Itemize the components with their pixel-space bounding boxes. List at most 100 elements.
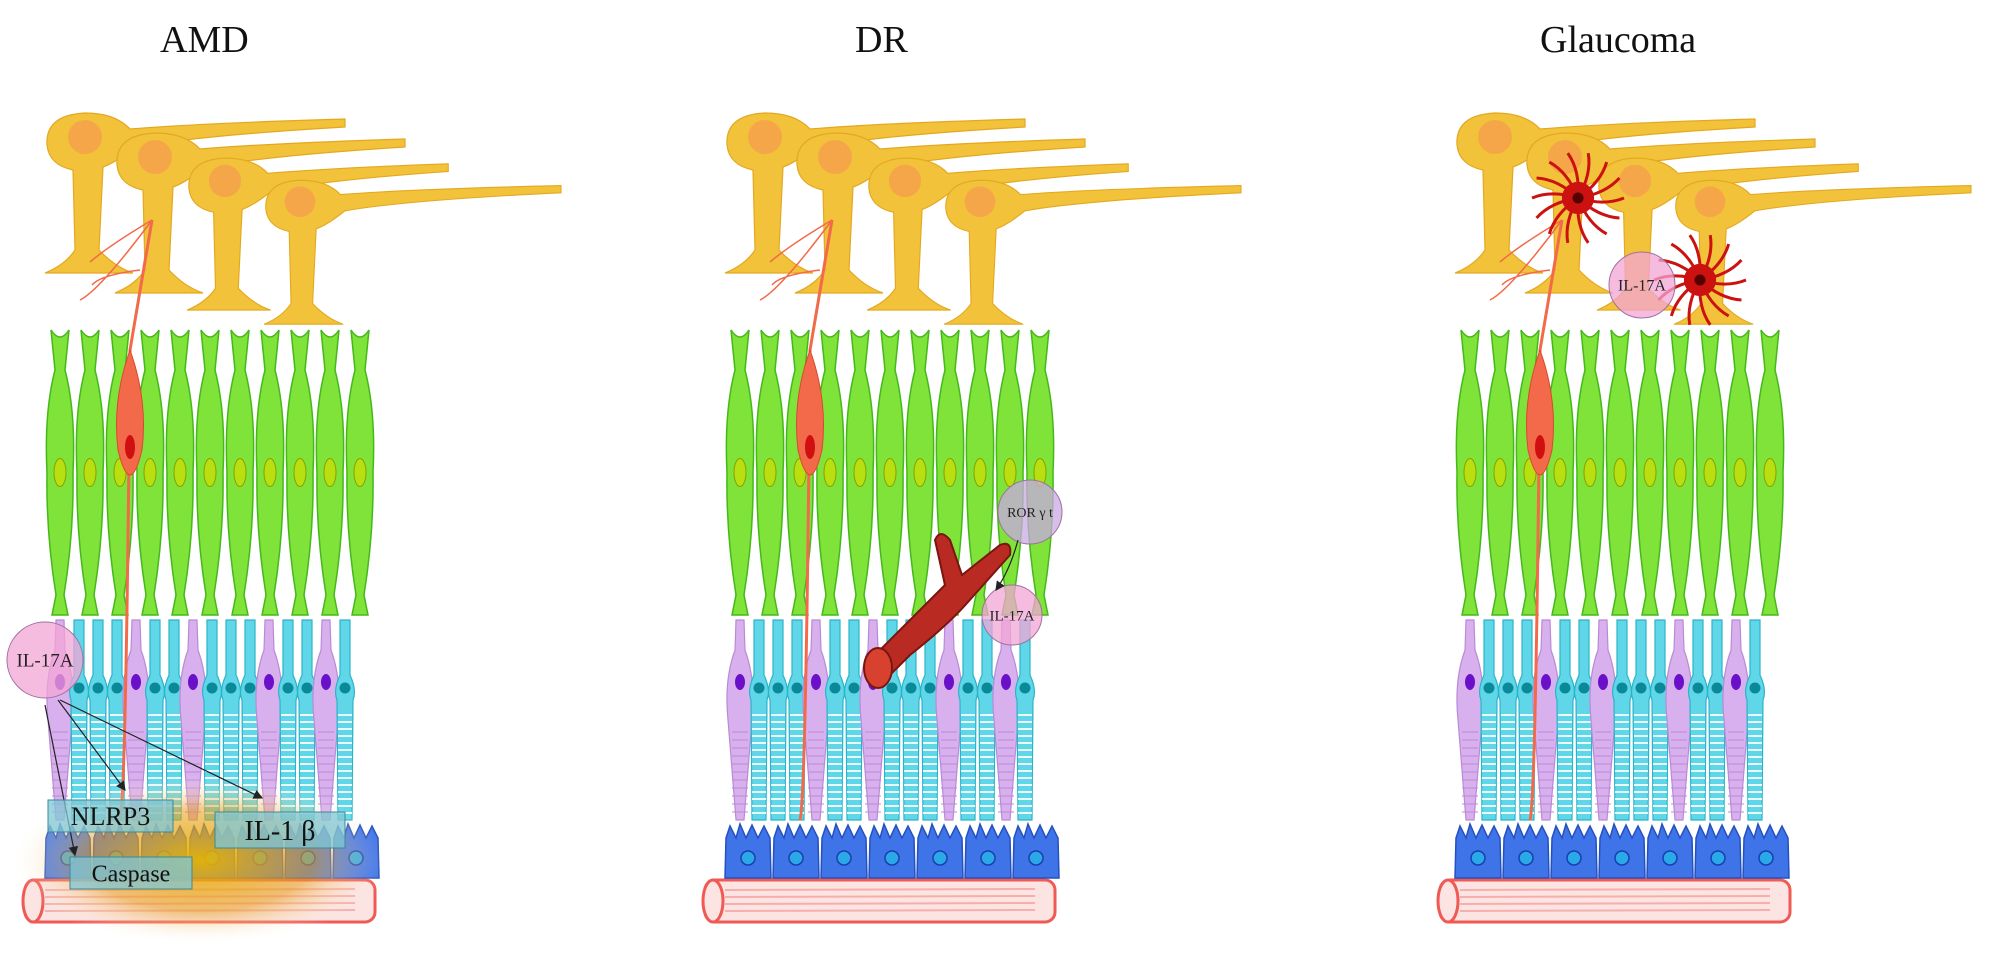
rpe-nucleus bbox=[1470, 850, 1486, 866]
muller-cell bbox=[195, 329, 225, 616]
rod-nucleus bbox=[791, 682, 803, 694]
rod-cell bbox=[1554, 619, 1576, 821]
muller-nucleus bbox=[973, 458, 987, 487]
ganglion-nucleus bbox=[138, 140, 172, 174]
rod-cell bbox=[900, 619, 922, 821]
inner-nuclear-layer bbox=[45, 329, 375, 616]
il17a-bubble: IL-17A bbox=[1608, 251, 1676, 319]
rod-cell bbox=[87, 619, 109, 821]
rpe-nucleus bbox=[1710, 850, 1726, 866]
rod-nucleus bbox=[1578, 682, 1590, 694]
neuron-soma bbox=[116, 348, 144, 476]
rod-nucleus bbox=[981, 682, 993, 694]
muller-nucleus bbox=[143, 458, 157, 487]
muller-cell bbox=[315, 329, 345, 616]
ganglion-nucleus bbox=[1694, 186, 1726, 218]
il17a-bubble: IL-17A bbox=[6, 621, 84, 699]
neuron-axon bbox=[798, 219, 834, 821]
il17a-bubble-circle bbox=[1608, 251, 1676, 319]
rpe-nucleus bbox=[932, 850, 948, 866]
rpe-cell bbox=[820, 821, 868, 879]
il1b: IL-1 β bbox=[214, 811, 346, 849]
muller-cell bbox=[1635, 329, 1665, 616]
panel-glaucoma: Glaucoma IL-17A bbox=[1430, 0, 2008, 953]
il17a-bubble-label: IL-17A bbox=[990, 608, 1035, 624]
rpe-cell bbox=[1742, 821, 1790, 879]
caspase: Caspase bbox=[69, 856, 193, 890]
muller-cell bbox=[755, 329, 785, 616]
muller-nucleus bbox=[823, 458, 837, 487]
rod-nucleus bbox=[92, 682, 104, 694]
cone-cell bbox=[1532, 619, 1560, 821]
ganglion-body bbox=[1524, 132, 1816, 294]
rod-nucleus bbox=[1502, 682, 1514, 694]
muller-cell bbox=[75, 329, 105, 616]
il17a-bubble: IL-17A bbox=[981, 584, 1043, 646]
cone-nucleus bbox=[735, 674, 745, 690]
cone-body bbox=[312, 619, 340, 821]
rod-nucleus bbox=[301, 682, 313, 694]
rpe-nucleus bbox=[1518, 850, 1534, 866]
ganglion-cell bbox=[186, 157, 449, 311]
muller-cell bbox=[1455, 329, 1485, 616]
ganglion-cell bbox=[114, 132, 406, 294]
choroid-vessel bbox=[701, 878, 1057, 924]
muller-nucleus bbox=[1583, 458, 1597, 487]
ganglion-nucleus bbox=[208, 164, 242, 198]
rod-body bbox=[824, 619, 846, 821]
muller-nucleus bbox=[1673, 458, 1687, 487]
muller-nucleus bbox=[1703, 458, 1717, 487]
rod-nucleus bbox=[1749, 682, 1761, 694]
rod-nucleus bbox=[829, 682, 841, 694]
rpe-cell bbox=[1502, 821, 1550, 879]
panel-title: DR bbox=[855, 19, 908, 61]
cone-cell bbox=[726, 619, 754, 821]
cone-body bbox=[1665, 619, 1693, 821]
cone-nucleus bbox=[944, 674, 954, 690]
cone-cell bbox=[992, 619, 1020, 821]
rod-nucleus bbox=[1654, 682, 1666, 694]
rod-body bbox=[748, 619, 770, 821]
rpe-cell bbox=[1694, 821, 1742, 879]
muller-nucleus bbox=[323, 458, 337, 487]
ganglion-nucleus bbox=[818, 140, 852, 174]
cone-cell bbox=[312, 619, 340, 821]
rod-cell bbox=[1649, 619, 1671, 821]
muller-cell bbox=[1605, 329, 1635, 616]
neuron-nucleus bbox=[125, 435, 135, 459]
rpe-cell bbox=[1646, 821, 1694, 879]
ganglion-layer bbox=[1454, 112, 1972, 325]
rod-body bbox=[957, 619, 979, 821]
cone-nucleus bbox=[321, 674, 331, 690]
muller-cell bbox=[45, 329, 75, 616]
cone-cell bbox=[1665, 619, 1693, 821]
neuron-dendrites bbox=[79, 219, 153, 301]
muller-nucleus bbox=[1003, 458, 1017, 487]
ganglion-cell bbox=[1673, 179, 1972, 325]
rod-nucleus bbox=[244, 682, 256, 694]
rod-body bbox=[1611, 619, 1633, 821]
retina-diagram-glaucoma: IL-17A bbox=[1436, 112, 1972, 924]
vessel-stripe bbox=[1459, 902, 1771, 905]
muller-cell bbox=[1575, 329, 1605, 616]
rod-nucleus bbox=[753, 682, 765, 694]
rpe-nucleus bbox=[788, 850, 804, 866]
vessel-opening bbox=[863, 647, 893, 689]
vessel-end bbox=[1436, 878, 1460, 924]
muller-cell bbox=[225, 329, 255, 616]
muller-nucleus bbox=[1493, 458, 1507, 487]
cone-nucleus bbox=[188, 674, 198, 690]
rod-nucleus bbox=[168, 682, 180, 694]
muller-cell bbox=[905, 329, 935, 616]
ganglion-cell bbox=[263, 179, 562, 325]
cone-cell bbox=[1722, 619, 1750, 821]
caspase-box bbox=[69, 856, 193, 890]
muller-cell bbox=[845, 329, 875, 616]
rod-body bbox=[1744, 619, 1766, 821]
rod-nucleus bbox=[1521, 682, 1533, 694]
cone-nucleus bbox=[1731, 674, 1741, 690]
rpe-cell bbox=[916, 821, 964, 879]
